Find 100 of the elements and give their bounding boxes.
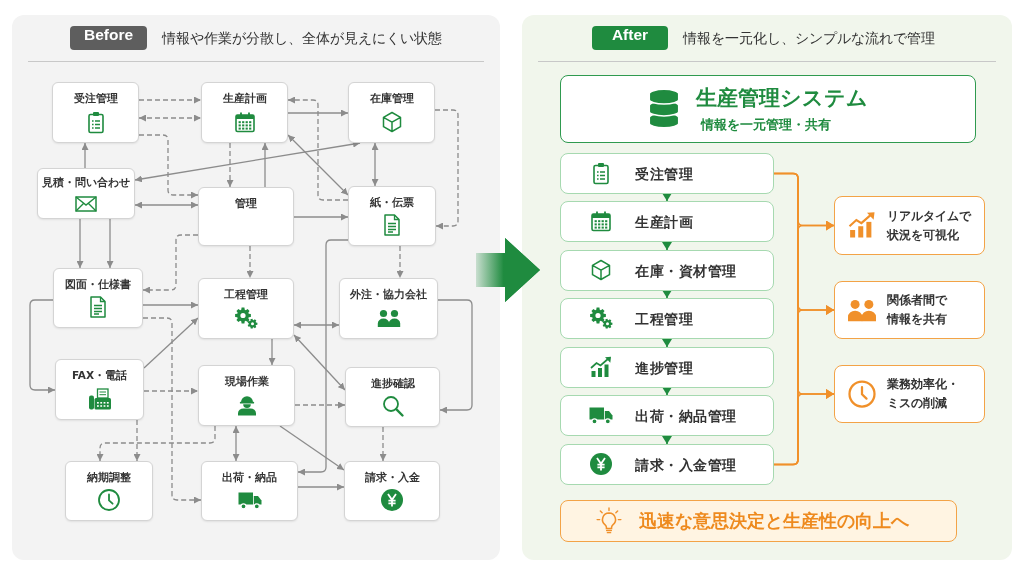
dashed-arrow xyxy=(138,134,199,199)
system-title: 生産管理システム xyxy=(696,85,868,111)
section-panel xyxy=(522,15,1012,560)
task-card xyxy=(198,187,294,246)
card-title: 在庫管理 xyxy=(369,91,414,105)
benefit-box xyxy=(834,281,985,339)
benefit-box xyxy=(834,365,985,423)
card-title: 外注・協力会社 xyxy=(350,287,427,301)
benefit-box xyxy=(834,196,985,255)
benefit-text: 関係者間で情報を共有 xyxy=(887,292,949,328)
dashed-arrow xyxy=(246,245,254,279)
arrow xyxy=(663,338,671,348)
arrow xyxy=(232,425,240,462)
arrow xyxy=(663,290,671,299)
dashed-arrow xyxy=(133,419,141,462)
card-title: 進捗確認 xyxy=(370,376,415,390)
process-step-box xyxy=(560,153,774,194)
arrow xyxy=(279,425,345,471)
arrow xyxy=(371,142,379,187)
task-card xyxy=(201,461,298,521)
arrow xyxy=(437,299,473,414)
process-step-box xyxy=(560,298,774,339)
goal-text: 迅速な意思決定と生産性の向上へ xyxy=(639,510,909,532)
dashed-arrow xyxy=(379,426,387,462)
process-step-box xyxy=(560,395,774,436)
step-label: 工程管理 xyxy=(635,309,693,328)
task-card xyxy=(348,82,435,143)
card-title: 受注管理 xyxy=(73,91,118,105)
section-tag: Before xyxy=(70,26,147,50)
task-card xyxy=(201,82,288,143)
step-label: 生産計画 xyxy=(635,212,693,231)
dashed-arrow xyxy=(226,142,234,188)
arrow xyxy=(134,201,199,209)
card-title: 管理 xyxy=(235,196,257,210)
task-card xyxy=(198,278,294,339)
dashed-arrow xyxy=(96,425,216,462)
arrow xyxy=(143,317,199,369)
arrow xyxy=(663,193,671,202)
arrow xyxy=(142,301,199,309)
arrow xyxy=(293,321,340,329)
task-card xyxy=(65,461,153,521)
arrow xyxy=(663,241,671,251)
step-label: 進捗管理 xyxy=(635,358,693,377)
process-step-box xyxy=(560,250,774,291)
arrow xyxy=(297,239,349,476)
card-title: 請求・入金 xyxy=(364,470,420,484)
arrow xyxy=(134,140,361,183)
task-card xyxy=(53,268,143,328)
card-title: 出荷・納品 xyxy=(222,470,277,484)
dashed-arrow xyxy=(138,114,202,122)
arrow xyxy=(106,218,114,269)
task-card xyxy=(37,168,135,219)
arrow xyxy=(81,142,89,169)
arrow xyxy=(663,387,671,396)
arrow xyxy=(268,338,276,366)
step-label: 出荷・納品管理 xyxy=(635,406,737,425)
card-title: 紙・伝票 xyxy=(370,195,414,209)
card-title: 工程管理 xyxy=(224,287,268,301)
step-label: 受注管理 xyxy=(635,164,693,183)
task-card xyxy=(345,367,440,427)
arrow xyxy=(76,218,84,269)
task-card xyxy=(55,359,144,420)
arrow xyxy=(287,134,349,196)
task-card xyxy=(339,278,438,339)
section-subtitle: 情報や作業が分散し、全体が見えにくい状態 xyxy=(162,29,442,48)
system-box xyxy=(560,75,976,143)
task-card xyxy=(198,365,295,426)
card-title: 現場作業 xyxy=(224,374,269,388)
section-panel xyxy=(12,15,500,560)
arrow xyxy=(773,390,835,466)
task-card xyxy=(344,461,440,521)
dashed-arrow xyxy=(287,96,349,201)
benefit-text: 業務効率化・ミスの削減 xyxy=(887,376,960,412)
card-title: FAX・電話 xyxy=(71,368,128,382)
arrow xyxy=(663,435,671,445)
process-step-box xyxy=(560,201,774,242)
arrow xyxy=(261,142,269,188)
card-title: 生産計画 xyxy=(222,91,267,105)
dashed-arrow xyxy=(138,96,202,104)
benefit-text: リアルタイムで状況を可視化 xyxy=(887,207,973,244)
arrow xyxy=(297,483,345,491)
dashed-arrow xyxy=(142,317,202,504)
task-card xyxy=(52,82,139,143)
section-tag: After xyxy=(592,26,668,50)
card-title: 図面・仕様書 xyxy=(65,277,131,291)
dashed-arrow xyxy=(143,387,199,395)
card-title: 見積・問い合わせ xyxy=(42,175,130,189)
card-title: 納期調整 xyxy=(87,470,131,484)
step-label: 在庫・資材管理 xyxy=(635,261,737,280)
arrow xyxy=(293,213,349,221)
arrow xyxy=(287,109,349,117)
section-subtitle: 情報を一元化し、シンプルな流れで管理 xyxy=(683,29,935,48)
dashed-arrow xyxy=(294,401,346,409)
process-step-box xyxy=(560,444,774,485)
goal-banner xyxy=(560,500,957,542)
arrow xyxy=(29,299,56,394)
dashed-arrow xyxy=(142,234,199,294)
dashed-arrow xyxy=(396,245,404,279)
system-subtitle: 情報を一元管理・共有 xyxy=(701,116,831,133)
task-card xyxy=(348,186,436,246)
